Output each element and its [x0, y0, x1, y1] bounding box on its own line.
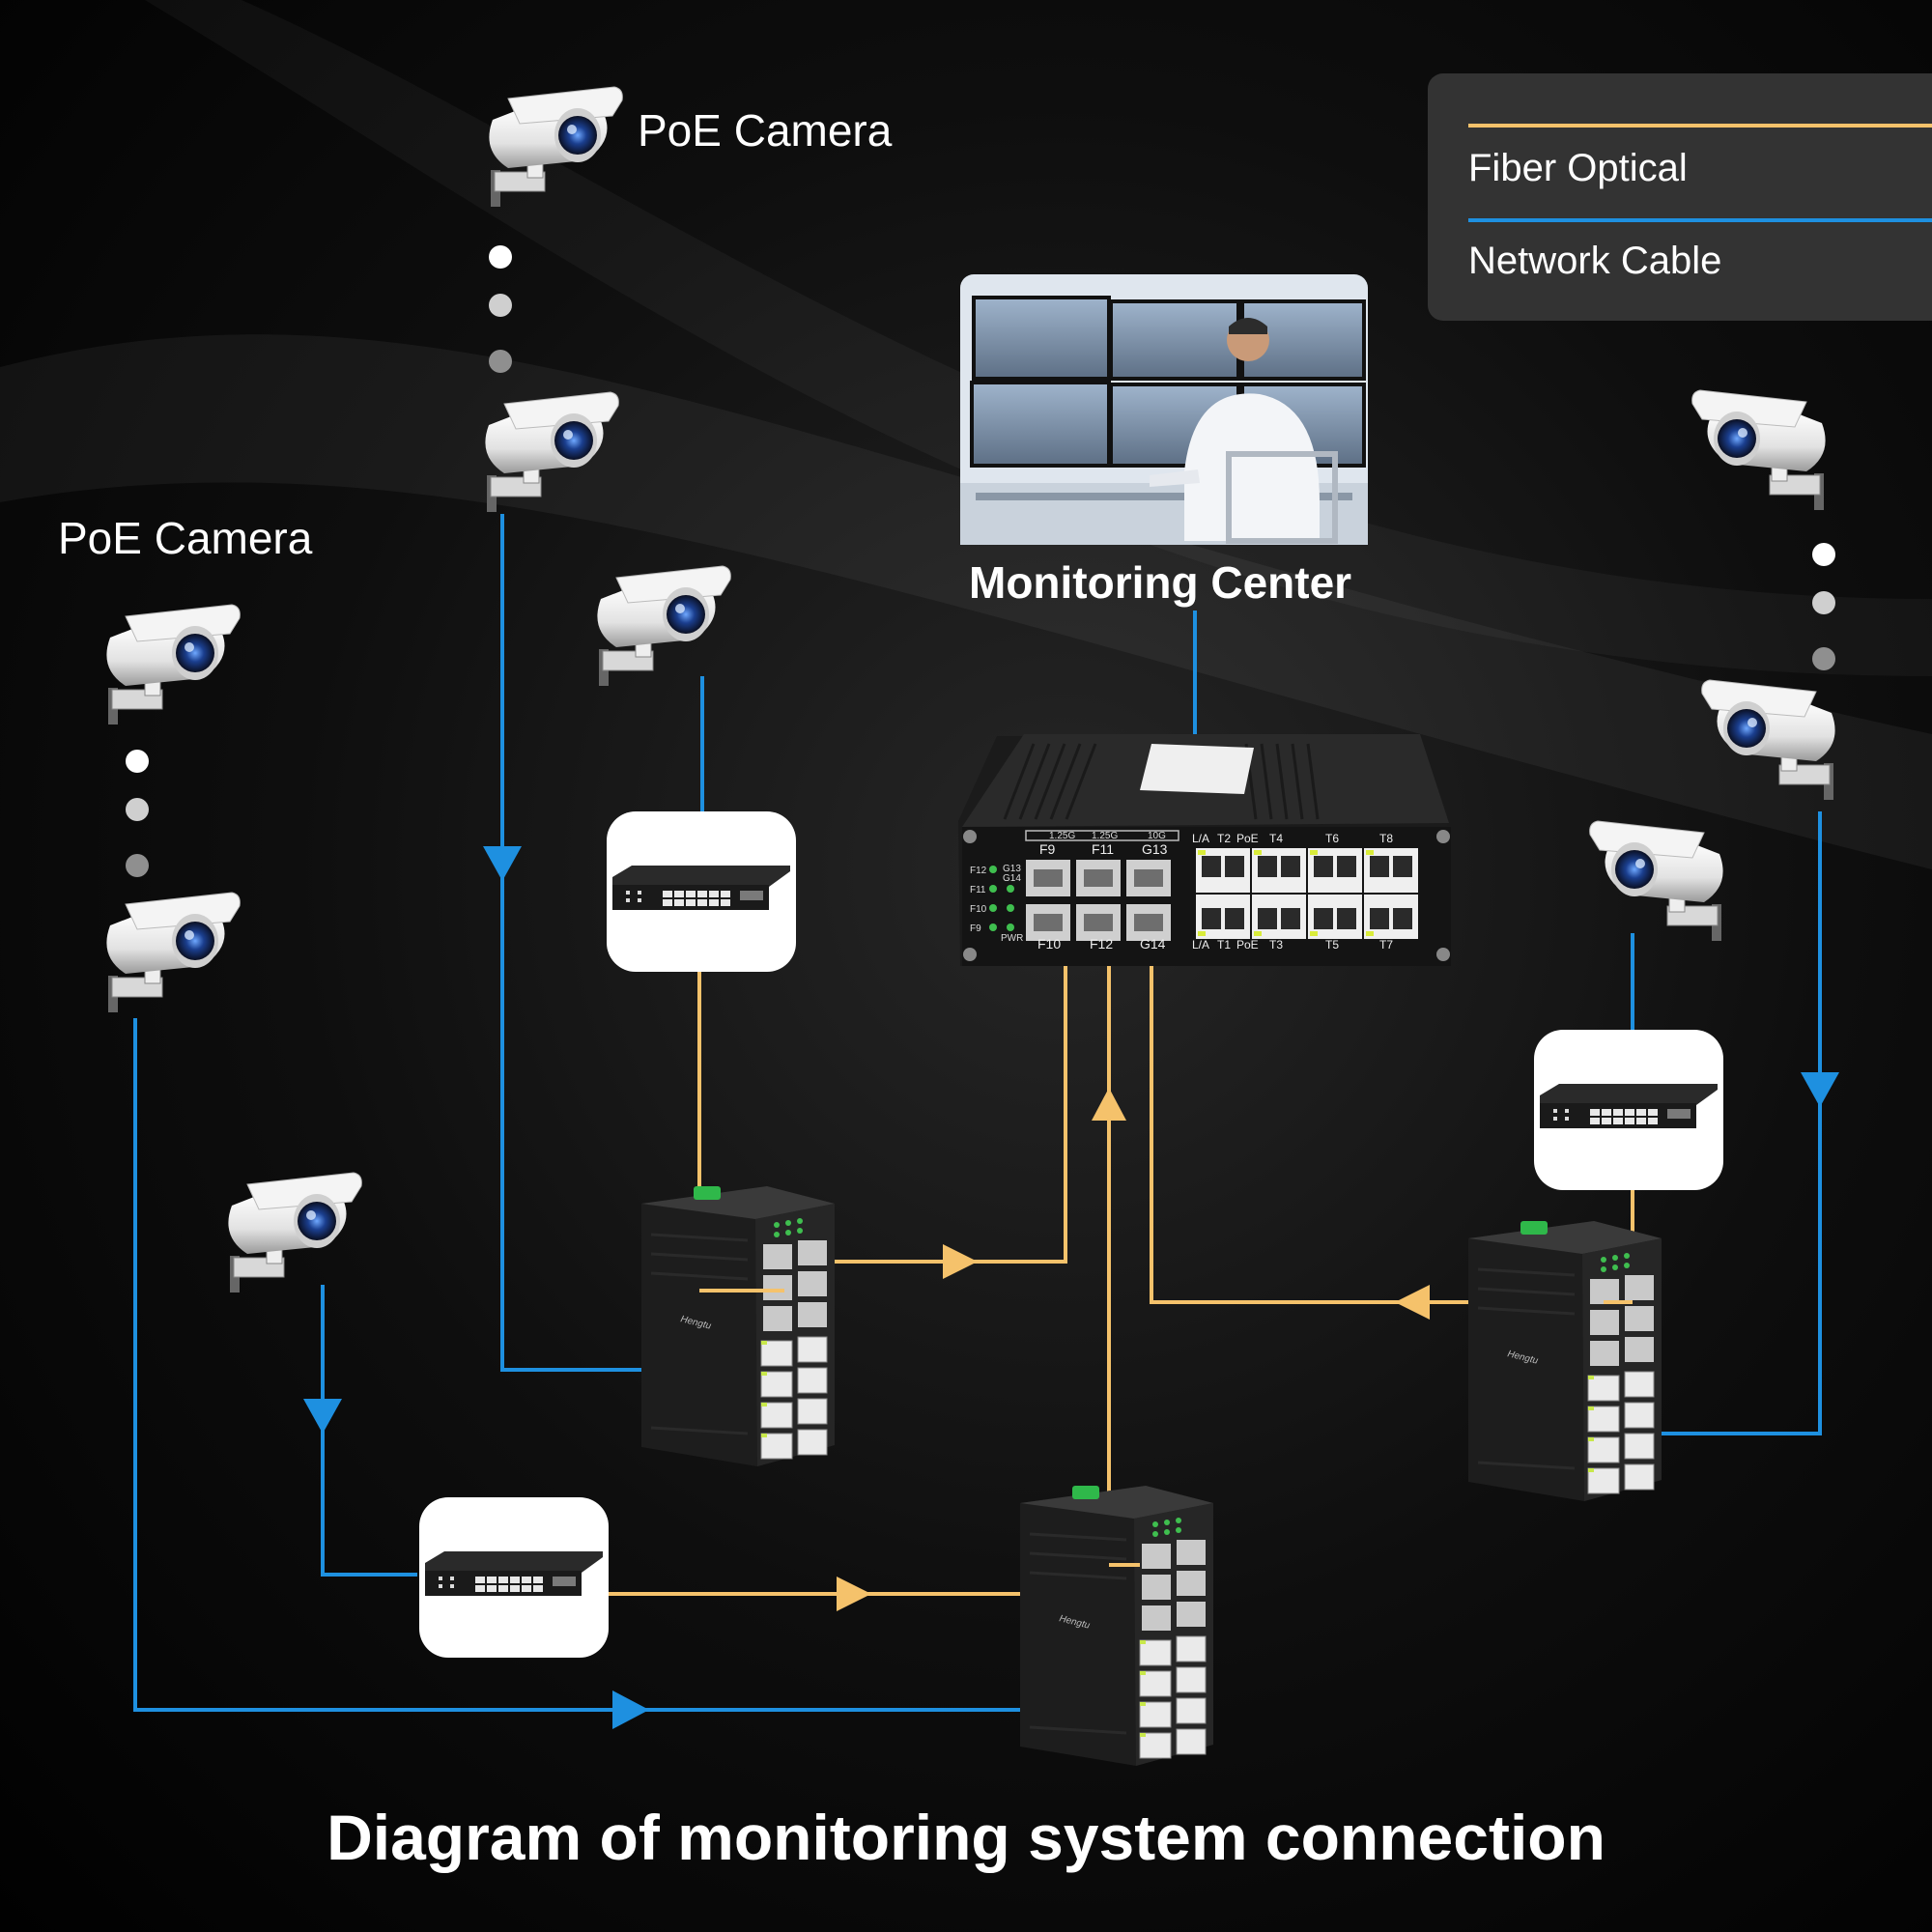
sfp-label: F11 — [1092, 841, 1114, 857]
network-arrow — [483, 846, 522, 881]
port-label: L/A — [1192, 938, 1209, 952]
network-arrow — [612, 1690, 649, 1729]
legend-fiber-line — [1468, 124, 1932, 128]
industrial-switch — [1020, 1486, 1213, 1766]
port-label: T5 — [1325, 938, 1339, 952]
port-label: T2 — [1217, 832, 1231, 845]
led-label: PWR — [1001, 933, 1023, 944]
sfp-label: F12 — [1090, 936, 1113, 952]
network-cable — [133, 1018, 1140, 1712]
unmanaged-switch — [1534, 1030, 1723, 1190]
network-arrows — [303, 846, 1839, 1729]
camera-label-top: PoE Camera — [638, 105, 893, 156]
fiber-arrow — [943, 1244, 978, 1279]
led-label: G13 — [1003, 864, 1021, 874]
ellipsis-dot — [1812, 543, 1835, 566]
ellipsis-dot — [489, 294, 512, 317]
fiber-arrows — [837, 1088, 1430, 1611]
sfp-label: G13 — [1142, 841, 1168, 857]
unmanaged-switch — [419, 1497, 609, 1658]
unmanaged-switch — [607, 811, 796, 972]
network-cable — [1642, 811, 1822, 1435]
ellipsis-dot — [126, 854, 149, 877]
led-label: G14 — [1003, 873, 1021, 884]
industrial-switch — [1468, 1221, 1662, 1501]
port-label: T8 — [1379, 832, 1393, 845]
fiber-cable — [773, 964, 1067, 1264]
port-label: T7 — [1379, 938, 1393, 952]
speed-label: 10G — [1148, 831, 1166, 841]
fiber-cable — [1150, 949, 1604, 1304]
monitoring-center-image — [960, 274, 1368, 545]
legend: Fiber Optical Network Cable — [1428, 73, 1932, 321]
diagram-title: Diagram of monitoring system connection — [327, 1802, 1605, 1873]
sfp-label: G14 — [1140, 936, 1166, 952]
network-arrow — [303, 1399, 342, 1434]
ellipsis-dot — [126, 798, 149, 821]
sfp-label: F10 — [1037, 936, 1061, 952]
port-label: T6 — [1325, 832, 1339, 845]
fiber-arrow — [837, 1577, 871, 1611]
fiber-arrow — [1395, 1285, 1430, 1320]
ellipsis-dots — [126, 245, 1835, 877]
port-label: PoE — [1236, 938, 1259, 952]
fiber-arrow — [1092, 1088, 1126, 1121]
speed-label: 1.25G — [1092, 831, 1118, 841]
port-label: T4 — [1269, 832, 1283, 845]
monitoring-center-label: Monitoring Center — [969, 557, 1352, 608]
ellipsis-dot — [1812, 647, 1835, 670]
port-label: T3 — [1269, 938, 1283, 952]
main-switch: 1.25G 1.25G 10G F9 F11 G13 F10 F12 G14 F… — [958, 734, 1451, 966]
ellipsis-dot — [489, 245, 512, 269]
ellipsis-dot — [126, 750, 149, 773]
port-label: T1 — [1217, 938, 1231, 952]
legend-fiber-label: Fiber Optical — [1468, 147, 1688, 189]
camera-label-left: PoE Camera — [58, 513, 313, 563]
legend-network-line — [1468, 218, 1932, 222]
ellipsis-dot — [489, 350, 512, 373]
speed-label: 1.25G — [1049, 831, 1075, 841]
network-cable — [321, 1285, 417, 1577]
industrial-switch — [641, 1186, 835, 1466]
led-label: F9 — [970, 923, 981, 934]
background-sweep — [145, 0, 1932, 676]
port-label: PoE — [1236, 832, 1259, 845]
led-label: F12 — [970, 866, 987, 876]
legend-network-label: Network Cable — [1468, 240, 1722, 282]
led-label: F10 — [970, 904, 987, 915]
background-sweep — [0, 334, 1932, 869]
port-label: L/A — [1192, 832, 1209, 845]
network-arrow — [1801, 1072, 1839, 1107]
sfp-label: F9 — [1039, 841, 1056, 857]
ellipsis-dot — [1812, 591, 1835, 614]
led-label: F11 — [970, 885, 986, 895]
